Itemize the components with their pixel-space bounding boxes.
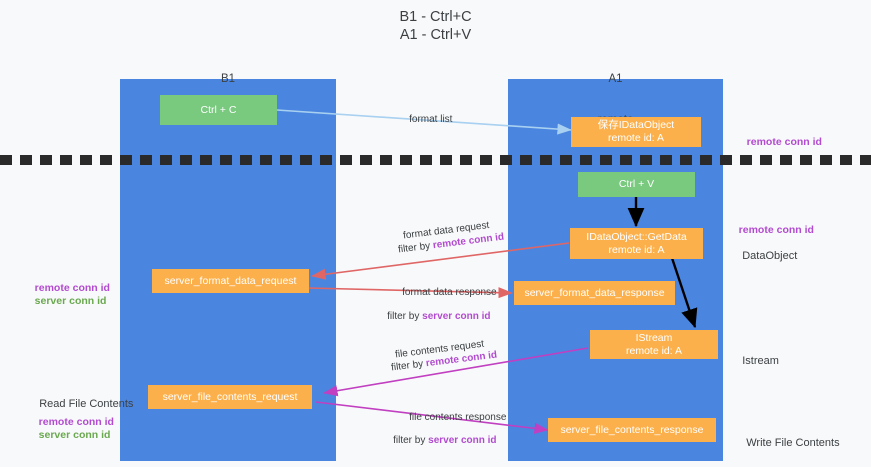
- annotation-right-istream: Istream: [730, 342, 779, 381]
- node-istream-line2: remote id: A: [625, 344, 683, 357]
- annotation-left-remote-conn-id-2: remote conn id: [27, 403, 114, 442]
- annotation-right-top-remote-conn-id: remote conn id: [735, 123, 822, 162]
- edge-label-file-contents-response-filter: filter by server conn id: [382, 423, 497, 459]
- edge-label-format-data-response-filter-key: server conn id: [422, 311, 491, 322]
- node-istream-line1: IStream: [635, 331, 673, 344]
- node-ctrl-v[interactable]: Ctrl + V: [578, 172, 695, 197]
- annotation-right-write-file-contents-text: Write File Contents: [746, 437, 840, 449]
- edge-label-format-data-request-filter-prefix: filter by: [397, 240, 434, 256]
- node-server-format-data-response-label: server_format_data_response: [524, 286, 665, 299]
- node-server-file-contents-request-label: server_file_contents_request: [162, 390, 298, 403]
- annotation-right-data-object: DataObject: [730, 237, 797, 276]
- node-getdata-line2: remote id: A: [608, 243, 665, 256]
- edge-label-format-data-response-filter: filter by server conn id: [376, 299, 491, 335]
- node-server-format-data-request[interactable]: server_format_data_request: [152, 269, 309, 293]
- annotation-right-mid-remote-conn-id: remote conn id: [727, 211, 814, 250]
- node-ctrl-v-label: Ctrl + V: [618, 178, 655, 190]
- annotation-left-server-conn-id-1-text: server conn id: [34, 295, 107, 307]
- column-header-a1-name: A1: [608, 73, 623, 85]
- edge-label-format-data-request-filter-key: remote conn id: [432, 231, 505, 252]
- node-data-object-top[interactable]: 保存IDataObject remote id: A: [571, 117, 701, 147]
- annotation-left-read-file-contents: Read File Contents: [27, 385, 133, 424]
- phase-divider: [0, 155, 871, 165]
- edge-label-file-contents-response-text: file contents response: [409, 412, 507, 423]
- node-getdata[interactable]: IDataObject::GetData remote id: A: [570, 228, 703, 259]
- annotation-left-read-file-contents-text: Read File Contents: [39, 398, 134, 410]
- edge-label-format-data-response-text: format data response: [402, 287, 497, 298]
- edge-label-file-contents-response-filter-key: server conn id: [428, 435, 497, 446]
- annotation-left-remote-conn-id-1: remote conn id: [23, 269, 110, 308]
- node-istream[interactable]: IStream remote id: A: [590, 330, 718, 359]
- annotation-left-remote-conn-id-2-text: remote conn id: [38, 416, 114, 428]
- node-ctrl-c-label: Ctrl + C: [200, 103, 237, 116]
- edge-label-file-contents-response-filter-prefix: filter by: [393, 435, 429, 446]
- node-server-format-data-request-label: server_format_data_request: [164, 274, 297, 287]
- edge-label-format-list: format list: [398, 102, 452, 138]
- annotation-right-data-object-text: DataObject: [742, 250, 798, 262]
- node-data-object-top-line1: 保存IDataObject: [597, 119, 675, 131]
- node-server-file-contents-response-label: server_file_contents_response: [560, 423, 704, 436]
- node-server-file-contents-response[interactable]: server_file_contents_response: [548, 418, 716, 442]
- column-header-b1-name: B1: [220, 73, 236, 85]
- annotation-right-mid-remote-conn-id-text: remote conn id: [738, 224, 814, 236]
- annotation-right-istream-text: Istream: [742, 355, 779, 367]
- edge-label-format-data-response-filter-prefix: filter by: [387, 311, 423, 322]
- annotation-left-server-conn-id-2: server conn id: [27, 416, 111, 455]
- annotation-left-remote-conn-id-1-text: remote conn id: [34, 282, 110, 294]
- edge-label-file-contents-request-filter-key: remote conn id: [425, 349, 498, 370]
- node-getdata-line1: IDataObject::GetData: [586, 230, 687, 243]
- annotation-right-top-remote-conn-id-text: remote conn id: [746, 136, 822, 148]
- edge-label-format-list-text: format list: [409, 114, 453, 125]
- node-data-object-top-line2: remote id: A: [607, 132, 665, 144]
- edge-label-file-contents-request-filter-prefix: filter by: [390, 358, 427, 374]
- annotation-right-write-file-contents: Write File Contents: [734, 424, 840, 463]
- annotation-left-server-conn-id-1: server conn id: [23, 282, 107, 321]
- annotation-left-server-conn-id-2-text: server conn id: [38, 429, 111, 441]
- node-server-file-contents-request[interactable]: server_file_contents_request: [148, 385, 312, 409]
- page-title: B1 - Ctrl+C A1 - Ctrl+V: [399, 9, 472, 43]
- node-ctrl-c[interactable]: Ctrl + C: [160, 95, 277, 125]
- node-server-format-data-response[interactable]: server_format_data_response: [514, 281, 675, 305]
